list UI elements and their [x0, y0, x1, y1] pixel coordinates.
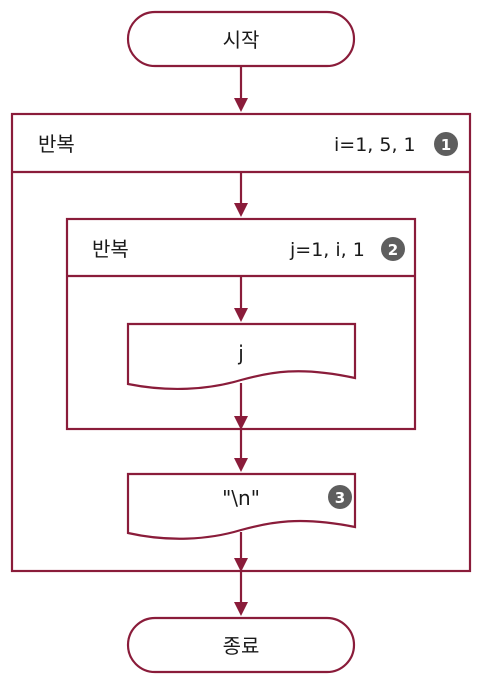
output-j: j	[126, 322, 357, 390]
start-label: 시작	[223, 28, 260, 52]
output-j-label: j	[237, 341, 244, 365]
arrow-output-to-inner-bottom	[234, 383, 248, 430]
arrow-start-to-outer	[234, 66, 248, 112]
badge-2-label: 2	[388, 241, 398, 259]
badge-1	[434, 132, 458, 156]
arrow-inner-to-output	[234, 276, 248, 322]
start-terminal: 시작	[126, 10, 356, 68]
output-newline-label: "\n"	[222, 486, 260, 510]
badge-2	[381, 237, 405, 261]
arrow-inner-to-newline	[234, 429, 248, 472]
badge-3-label: 3	[335, 489, 345, 507]
inner-loop-params: j=1, i, 1	[289, 239, 365, 261]
end-label: 종료	[223, 634, 260, 658]
inner-loop: 반복 j=1, i, 1 2	[65, 217, 417, 431]
badge-3	[328, 485, 352, 509]
outer-loop-label: 반복	[38, 132, 75, 156]
arrow-newline-to-outer-bottom	[234, 532, 248, 572]
end-terminal: 종료	[126, 616, 356, 674]
output-newline: "\n" 3	[126, 472, 357, 540]
arrow-outer-to-end	[234, 571, 248, 616]
inner-loop-label: 반복	[92, 237, 129, 261]
badge-1-label: 1	[441, 136, 451, 154]
arrow-outer-to-inner	[234, 172, 248, 217]
outer-loop-params: i=1, 5, 1	[334, 134, 416, 156]
